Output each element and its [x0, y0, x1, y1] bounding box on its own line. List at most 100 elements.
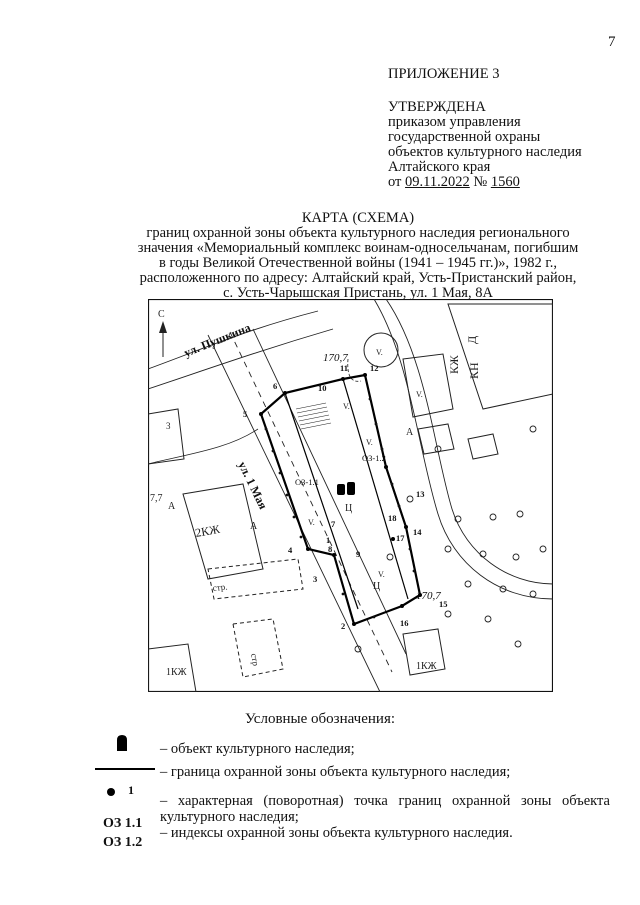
label-building-13: V. [308, 518, 315, 527]
building-east-3 [467, 433, 499, 460]
point-symbol-icon [107, 788, 115, 796]
label-building-11: V. [343, 402, 350, 411]
label-building-12: V. [366, 438, 373, 447]
number-sign: № [469, 174, 491, 190]
buildings [148, 303, 553, 692]
north-label: С [158, 309, 165, 320]
legend-item-index: – индексы охранной зоны объекта культурн… [160, 825, 513, 841]
approved-label: УТВЕРЖДЕНА [388, 99, 486, 115]
building-2kzh [182, 483, 264, 580]
hatch-area [295, 402, 332, 430]
point-label-13: 13 [416, 489, 425, 499]
tree-symbols [354, 425, 547, 653]
road-curve-east-2 [385, 299, 553, 585]
building-sw [148, 643, 197, 692]
boundary-dots [264, 397, 416, 619]
building-east-2 [417, 423, 455, 455]
label-building-9: Ц [373, 581, 380, 592]
label-building-2: 1КЖ [416, 661, 437, 672]
zone-label-oz-1-1: ОЗ-1.1 [295, 477, 319, 487]
approval-date: 09.11.2022 [405, 174, 470, 190]
approval-number: 1560 [490, 174, 520, 190]
title-line-2: значения «Мемориальный комплекс воинам-о… [137, 240, 579, 256]
monument-icon [337, 482, 355, 495]
label-building-8: Ц [345, 503, 352, 514]
point-label-10: 10 [318, 383, 327, 393]
point-label-11: 11 [340, 363, 348, 373]
point-label-17: 17 [396, 533, 405, 543]
date-prefix: от [388, 174, 406, 190]
label-building-3: КЖ [447, 355, 461, 374]
index-label-2: ОЗ 1.2 [103, 835, 143, 850]
building-str-2 [232, 618, 284, 678]
index-label-1: ОЗ 1.1 [103, 816, 143, 831]
appendix-heading: ПРИЛОЖЕНИЕ 3 [388, 66, 500, 82]
approval-line-1: приказом управления [388, 114, 521, 130]
approval-line-3: объектов культурного наследия [388, 144, 582, 160]
point-symbol-label: 1 [128, 783, 134, 797]
point-label-7: 7 [331, 519, 336, 529]
street-1-maya: ул. 1 Мая [235, 459, 270, 512]
approval-date-line: от 09.11.2022 № 1560 [388, 175, 520, 190]
map-title: КАРТА (СХЕМА) [301, 210, 415, 226]
page-number: 7 [608, 34, 616, 50]
label-building-19: 7,7 [150, 493, 163, 504]
building-str-1 [207, 558, 304, 600]
label-building-18: А [168, 501, 176, 512]
boundary-line-symbol [95, 768, 155, 770]
zone-label-oz-1-2: ОЗ-1.2 [362, 453, 386, 463]
label-building-6: стр. [212, 581, 228, 592]
round-feature [363, 332, 399, 368]
label-building-17: А [250, 521, 258, 532]
label-building-4: Д [465, 336, 479, 344]
approval-line-4: Алтайского края [388, 159, 491, 175]
point-label-1: 1 [326, 535, 330, 545]
label-building-14: V. [378, 570, 385, 579]
point-label-14: 14 [413, 527, 422, 537]
road-pushkina [148, 310, 334, 390]
corner-points [259, 373, 422, 626]
building-dn [447, 303, 553, 410]
label-building-15: V. [416, 390, 423, 399]
legend-title: Условные обозначения: [244, 711, 396, 727]
title-line-4: расположенного по адресу: Алтайский край… [139, 270, 577, 286]
point-label-2: 2 [341, 621, 345, 631]
title-line-5: с. Усть-Чарышская Пристань, ул. 1 Мая, 8… [223, 285, 493, 301]
label-building-1: 1КЖ [166, 667, 187, 678]
map-frame [148, 299, 553, 692]
approval-line-2: государственной охраны [388, 129, 541, 145]
legend-item-point: – характерная (поворотная) точка границ … [160, 793, 610, 825]
zone-boundary [259, 373, 422, 626]
point-label-3: 3 [313, 574, 317, 584]
title-line-1: границ охранной зоны объекта культурного… [146, 225, 570, 241]
point-label-8: 8 [328, 544, 332, 554]
point-label-18: 18 [388, 513, 397, 523]
road-curve-east [373, 299, 553, 600]
point-label-5: 5 [243, 409, 247, 419]
label-building-16: А [406, 427, 414, 438]
point-label-15: 15 [439, 599, 448, 609]
site-map: С [148, 299, 553, 692]
building-w [148, 408, 185, 465]
legend-item-boundary: – граница охранной зоны объекта культурн… [160, 764, 511, 780]
road-1-maya [207, 328, 407, 692]
point-label-6: 6 [273, 381, 277, 391]
building-east-1 [402, 353, 454, 418]
label-building-20: 3 [166, 421, 171, 431]
road-west [148, 428, 259, 465]
object-symbol-icon [117, 735, 127, 751]
label-building-5: КН [467, 362, 481, 379]
point-label-4: 4 [288, 545, 293, 555]
building-kzh-se [402, 628, 446, 676]
point-label-16: 16 [400, 618, 409, 628]
label-building-7: стр [249, 653, 261, 668]
title-line-3: в годы Великой Отечественной войны (1941… [158, 255, 557, 271]
elevation-1: 170,7 [323, 352, 348, 364]
legend-item-object: – объект культурного наследия; [160, 741, 355, 757]
elevation-2: 170,7 [416, 590, 441, 602]
label-building-0: 2КЖ [194, 522, 221, 540]
north-arrow: С [158, 309, 167, 357]
point-label-9: 9 [356, 549, 360, 559]
point-label-12: 12 [370, 363, 379, 373]
label-building-10: V. [376, 348, 383, 357]
